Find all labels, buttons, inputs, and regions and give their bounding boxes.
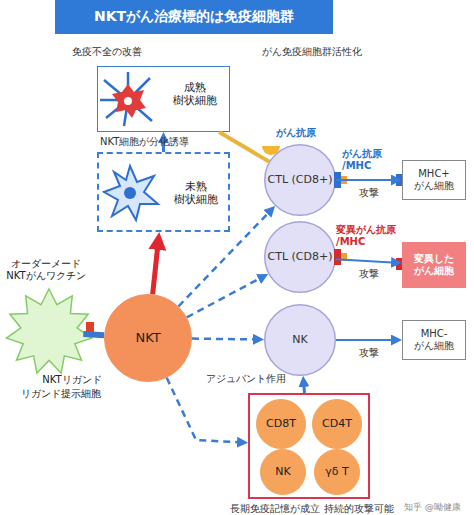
cell-circle: NK <box>260 449 306 495</box>
title-text: NKTがん治療標的は免疫細胞群 <box>94 8 294 26</box>
image-box: 成熟 樹状細胞 <box>97 66 230 132</box>
edge-label: アジュバント作用 <box>206 373 286 385</box>
watermark: 知乎 @呦健康 <box>404 502 461 513</box>
node-shape <box>6 290 92 374</box>
cell-outline <box>105 295 192 382</box>
immature-dendritic-cell <box>104 166 158 220</box>
edge-label: 攻撃 <box>359 268 379 280</box>
node-label: MHC- がん細胞 <box>405 328 463 352</box>
connector-arrow <box>219 132 269 162</box>
node-label: NKTリガンド <box>40 374 104 386</box>
cell-circle: CD8T <box>256 399 306 449</box>
node-label: 長期免疫記憶が成立 持続的攻撃可能 <box>226 503 398 515</box>
cell-circle: γδ T <box>314 449 360 495</box>
node-label: 成熟 樹状細胞 <box>168 81 222 107</box>
node-label: NK <box>275 465 290 478</box>
cell-outline <box>265 305 336 376</box>
cell-circle: CTL (CD8+) <box>264 144 336 216</box>
group-box: 長期免疫記憶が成立 持続的攻撃可能CD8TCD4TNKγδ T <box>248 393 370 499</box>
node-label: CD8T <box>266 417 296 430</box>
cell-body <box>104 166 158 220</box>
mature-dendritic-cell <box>100 72 152 126</box>
edge-label: 攻撃 <box>359 187 379 199</box>
node-label: 変異した がん細胞 <box>405 253 463 277</box>
cell-circle: NK <box>264 304 336 376</box>
cell-outline <box>261 450 306 495</box>
connector-arrow <box>192 337 254 340</box>
node-label: MHC+ がん細胞 <box>405 168 463 192</box>
node-label: CD4T <box>322 417 352 430</box>
annotation: 変異がん抗原 /MHC <box>336 224 402 248</box>
cell-nucleus <box>124 97 132 105</box>
cell-outline <box>315 450 360 495</box>
connector-arrow <box>336 179 392 181</box>
connector-arrow <box>153 248 158 294</box>
cell-circle: CTL (CD8+) <box>264 221 336 293</box>
ligand-symbol <box>86 322 94 336</box>
node-label: オーダーメード NKTがんワクチン <box>0 258 94 282</box>
cell-outline <box>6 289 91 373</box>
node-label: CTL (CD8+) <box>268 173 333 186</box>
annotation: がん抗原 /MHC <box>342 148 400 172</box>
cell-outline <box>257 400 306 449</box>
antigen-symbol <box>341 176 347 184</box>
dendrite <box>100 72 152 126</box>
node-label: NK <box>292 333 307 346</box>
cell-circle: NKT <box>104 294 192 382</box>
connector-arrow <box>302 386 306 393</box>
cell-body <box>112 84 146 118</box>
title-band: NKTがん治療標的は免疫細胞群 <box>55 0 333 34</box>
edge-label: 攻撃 <box>359 347 379 359</box>
target-box: MHC+ がん細胞 <box>402 160 466 200</box>
cell-outline <box>265 222 336 293</box>
annotation: がん抗原 <box>276 127 316 139</box>
image-box: 未熟 樹状細胞 <box>97 152 230 232</box>
cell-outline <box>313 400 362 449</box>
cell-nucleus <box>124 187 136 199</box>
connector-arrow <box>336 339 392 341</box>
cell-circle: CD4T <box>312 399 362 449</box>
node-label: NKT <box>135 330 160 346</box>
section-heading: 免疫不全の改善 <box>72 46 142 58</box>
cell-outline <box>265 145 336 216</box>
node-label: リガンド提示細胞 <box>16 388 106 400</box>
target-box: MHC- がん細胞 <box>402 320 466 360</box>
target-box: 変異した がん細胞 <box>402 242 466 288</box>
connector-arrow <box>179 213 269 306</box>
section-heading: がん免疫細胞群活性化 <box>262 46 362 58</box>
node-label: γδ T <box>325 465 348 478</box>
connector-arrow <box>187 279 260 318</box>
ligand-cell: オーダーメード NKTがんワクチンNKTリガンドリガンド提示細胞 <box>6 290 92 374</box>
connector-arrow <box>167 378 238 442</box>
node-label: 未熟 樹状細胞 <box>169 180 223 206</box>
connector-arrow <box>336 259 392 262</box>
antigen-symbol <box>341 253 347 261</box>
node-label: CTL (CD8+) <box>268 250 333 263</box>
annotation: NKT細胞が分化誘導 <box>100 136 189 148</box>
